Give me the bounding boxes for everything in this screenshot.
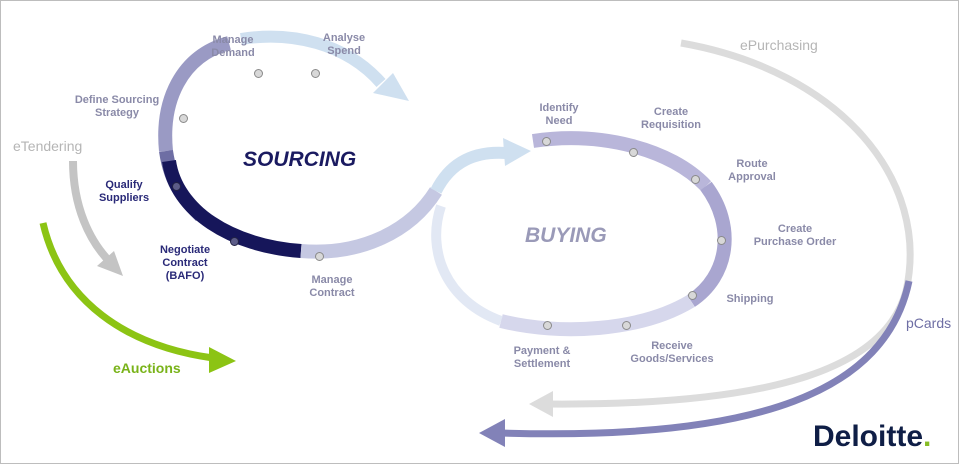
label-qualify-suppliers: Qualify Suppliers <box>98 179 150 204</box>
label-receive-goods: Receive Goods/Services <box>630 340 714 365</box>
label-etendering: eTendering <box>13 138 83 154</box>
sourcing-ring-bottom <box>300 187 442 259</box>
label-create-requisition: Create Requisition <box>641 106 701 131</box>
label-payment: Payment & Settlement <box>513 345 571 370</box>
sourcing-title: SOURCING <box>243 148 357 171</box>
marker-qualify-suppliers <box>172 182 181 191</box>
label-define-strategy: Define Sourcing Strategy <box>74 94 160 119</box>
sourcing-ring-light-arc <box>240 30 386 88</box>
logo-text: Deloitte <box>813 420 924 453</box>
marker-payment <box>543 321 552 330</box>
marker-create-requisition <box>629 148 638 157</box>
marker-manage-demand <box>254 69 263 78</box>
pcards-arc <box>500 280 913 438</box>
marker-analyse-spend <box>311 69 320 78</box>
eauctions-arrowhead <box>209 347 236 373</box>
label-epurchasing: ePurchasing <box>740 37 818 53</box>
buying-ring-top <box>531 131 712 191</box>
marker-route-approval <box>691 175 700 184</box>
sourcing-ring-dark <box>162 159 302 258</box>
marker-receive-goods <box>622 321 631 330</box>
sourcing-arrowhead <box>373 73 409 101</box>
buying-ring-right <box>686 181 732 307</box>
label-eauctions: eAuctions <box>113 360 181 376</box>
buying-arrowhead <box>503 138 531 166</box>
pcards-arrowhead <box>479 419 505 447</box>
logo-dot: . <box>923 420 932 453</box>
marker-shipping <box>688 291 697 300</box>
marker-negotiate-contract <box>230 237 239 246</box>
label-analyse-spend: Analyse Spend <box>322 32 366 57</box>
marker-manage-contract <box>315 252 324 261</box>
marker-identify-need <box>542 137 551 146</box>
label-manage-demand: Manage Demand <box>211 34 255 59</box>
buying-ring-bottom <box>499 294 695 337</box>
deloitte-logo: Deloitte. <box>813 420 931 454</box>
buying-title: BUYING <box>525 224 607 247</box>
label-manage-contract: Manage Contract <box>309 274 355 299</box>
label-identify-need: Identify Need <box>539 102 579 127</box>
label-negotiate-contract: Negotiate Contract (BAFO) <box>159 244 211 282</box>
label-create-po: Create Purchase Order <box>753 223 837 248</box>
sourcing-ring-top <box>158 36 232 152</box>
label-pcards: pCards <box>906 315 952 331</box>
etendering-arrowhead <box>97 251 123 276</box>
marker-define-strategy <box>179 114 188 123</box>
label-shipping: Shipping <box>726 293 774 305</box>
etendering-arrow <box>69 160 114 266</box>
buying-ring-left <box>431 204 503 326</box>
epurchasing-arrowhead <box>529 391 553 417</box>
marker-create-po <box>717 236 726 245</box>
sourcing-to-buying-arrow <box>430 146 507 194</box>
label-route-approval: Route Approval <box>728 158 776 183</box>
eauctions-arrow <box>39 222 214 362</box>
